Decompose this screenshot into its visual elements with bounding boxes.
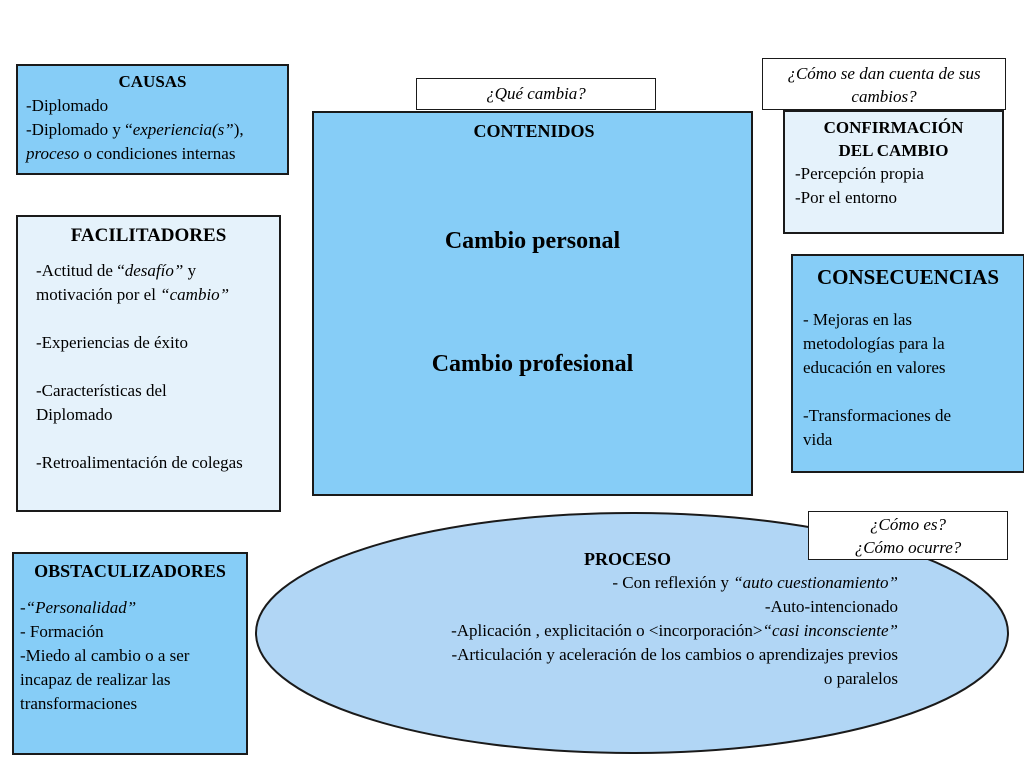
consecuencias-item-transformaciones: -Transformaciones de — [803, 406, 952, 425]
proceso-content: PROCESO - Con reflexión y “auto cuestion… — [340, 547, 898, 691]
como-es-label: ¿Cómo es? ¿Cómo ocurre? — [808, 511, 1008, 560]
facilitadores-item-retroalimentacion: -Retroalimentación de colegas — [36, 453, 243, 472]
obstaculizadores-item-formacion: - Formación — [20, 622, 104, 641]
causas-text: -Diplomado y “ — [26, 120, 133, 139]
facilitadores-text: y — [183, 261, 197, 280]
obstaculizadores-item-miedo: -Miedo al cambio o a ser — [20, 646, 190, 665]
proceso-text-italic: “auto cuestionamiento” — [733, 573, 898, 592]
facilitadores-text-italic: “cambio” — [160, 285, 230, 304]
facilitadores-title: FACILITADORES — [70, 225, 227, 246]
causas-text: ), — [233, 120, 244, 139]
consecuencias-item-mejoras-cont: metodologías para la — [803, 334, 945, 353]
obstaculizadores-item-miedo-cont2: transformaciones — [20, 694, 138, 713]
proceso-ellipse — [255, 512, 1009, 754]
facilitadores-text-italic: desafío” — [124, 261, 184, 280]
causas-text: o condiciones internas — [79, 144, 236, 163]
proceso-item-auto-intencionado: -Auto-intencionado — [764, 597, 898, 616]
proceso-item-articulacion-cont: o paralelos — [823, 669, 898, 688]
obstaculizadores-item-personalidad: -“Personalidad” — [20, 596, 240, 620]
confirmacion-box: CONFIRMACIÓN DEL CAMBIO -Percepción prop… — [783, 110, 1004, 234]
cambio-profesional-label: Cambio profesional — [431, 351, 634, 377]
cambio-personal-label: Cambio personal — [444, 228, 621, 254]
consecuencias-item-mejoras-cont2: educación en valores — [803, 358, 946, 377]
obstaculizadores-text-italic: “Personalidad” — [25, 598, 137, 617]
proceso-item-articulacion: -Articulación y aceleración de los cambi… — [451, 645, 898, 664]
obstaculizadores-text: - — [20, 598, 26, 617]
causas-item-diplomado-experiencia: -Diplomado y “experiencia(s”), — [26, 118, 279, 142]
proceso-item-reflexion: - Con reflexión y “auto cuestionamiento” — [340, 571, 898, 595]
consecuencias-title: CONSECUENCIAS — [816, 265, 1000, 289]
facilitadores-item-caracteristicas: -Características del — [36, 381, 167, 400]
obstaculizadores-item-miedo-cont: incapaz de realizar las — [20, 670, 171, 689]
confirmacion-item-percepcion: -Percepción propia — [795, 164, 924, 183]
que-cambia-text: ¿Qué cambia? — [486, 84, 586, 103]
proceso-title: PROCESO — [584, 549, 672, 569]
contenidos-title: CONTENIDOS — [473, 121, 595, 141]
proceso-text: - Con reflexión y — [612, 573, 734, 592]
como-se-dan-cuenta-text-2: cambios? — [851, 86, 917, 106]
proceso-text-italic: “casi inconsciente” — [762, 621, 898, 640]
facilitadores-box: FACILITADORES -Actitud de “desafío” y mo… — [16, 215, 281, 512]
facilitadores-item-experiencias: -Experiencias de éxito — [36, 333, 188, 352]
como-se-dan-cuenta-label: ¿Cómo se dan cuenta de sus cambios? — [762, 58, 1006, 110]
como-es-text: ¿Cómo es? — [869, 515, 947, 534]
proceso-item-aplicacion: -Aplicación , explicitación o <incorpora… — [340, 619, 898, 643]
causas-item-proceso: proceso o condiciones internas — [26, 142, 279, 166]
consecuencias-item-transformaciones-cont: vida — [803, 430, 833, 449]
causas-text-italic: proceso — [26, 144, 80, 163]
que-cambia-label: ¿Qué cambia? — [416, 78, 656, 110]
consecuencias-box: CONSECUENCIAS - Mejoras en las metodolog… — [791, 254, 1024, 473]
como-se-dan-cuenta-text-1: ¿Cómo se dan cuenta de sus — [787, 64, 981, 83]
obstaculizadores-title: OBSTACULIZADORES — [34, 561, 226, 581]
facilitadores-text: -Actitud de “ — [36, 261, 125, 280]
facilitadores-text: motivación por el — [36, 285, 161, 304]
causas-title: CAUSAS — [118, 72, 187, 91]
facilitadores-item-caracteristicas-cont: Diplomado — [36, 405, 113, 424]
confirmacion-title-1: CONFIRMACIÓN — [823, 118, 964, 137]
causas-box: CAUSAS -Diplomado -Diplomado y “experien… — [16, 64, 289, 175]
causas-item-diplomado: -Diplomado — [26, 96, 109, 115]
como-ocurre-text: ¿Cómo ocurre? — [854, 537, 962, 557]
confirmacion-item-entorno: -Por el entorno — [795, 188, 897, 207]
confirmacion-title-2: DEL CAMBIO — [838, 141, 949, 160]
obstaculizadores-box: OBSTACULIZADORES -“Personalidad” - Forma… — [12, 552, 248, 755]
facilitadores-item-actitud: -Actitud de “desafío” y — [36, 259, 279, 283]
proceso-text: -Aplicación , explicitación o <incorpora… — [451, 621, 763, 640]
contenidos-box: CONTENIDOS Cambio personal Cambio profes… — [312, 111, 753, 496]
consecuencias-item-mejoras: - Mejoras en las — [803, 310, 913, 329]
facilitadores-item-actitud-cont: motivación por el “cambio” — [36, 283, 279, 307]
causas-text-italic: experiencia(s” — [132, 120, 234, 139]
